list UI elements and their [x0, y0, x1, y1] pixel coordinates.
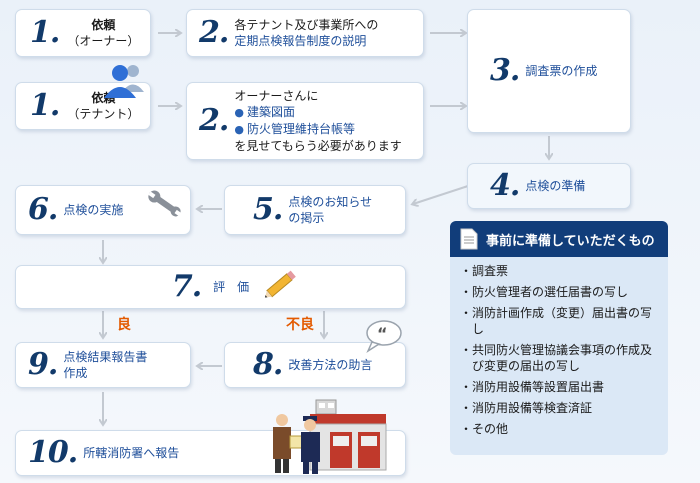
document-icon [460, 228, 478, 250]
step-1-owner: 1. 依頼 （オーナー） [15, 9, 151, 57]
user-icon [104, 65, 144, 98]
step-label-highlight: 定期点検報告制度の説明 [234, 34, 367, 48]
step-7: 7. 評 価 [15, 265, 406, 309]
step-5: 5. 点検のお知らせ の掲示 [224, 185, 406, 235]
speech-bubble-icon: “ [366, 320, 402, 353]
step-2-owner: 2. 各テナント及び事業所への 定期点検報告制度の説明 [186, 9, 424, 57]
step-number: 10. [28, 435, 78, 470]
pencil-icon [264, 270, 296, 298]
step-number: 5. [253, 192, 283, 227]
step-1-tenant: 1. 依頼 （テナント） [15, 82, 151, 130]
step-item: 建築図面 [246, 105, 295, 119]
step-label: 改善方法の助言 [288, 358, 373, 372]
step-label: オーナーさんに [234, 89, 319, 103]
step-number: 1. [30, 15, 60, 50]
step-label: 依頼 [91, 18, 116, 32]
step-number: 1. [30, 88, 60, 123]
step-sublabel: （オーナー） [67, 34, 140, 48]
step-8: 8. 改善方法の助言 [224, 342, 406, 388]
step-number: 8. [253, 347, 283, 382]
step-label: 点検の準備 [525, 179, 586, 193]
prep-item: ・調査票 [460, 264, 509, 278]
step-label: 各テナント及び事業所への [234, 18, 379, 32]
prep-item: ・消防用設備等検査済証 [460, 401, 593, 415]
step-sublabel: （テナント） [67, 107, 140, 121]
step-3: 3. 調査票の作成 [467, 9, 631, 133]
step-label: 所轄消防署へ報告 [83, 446, 180, 460]
step-label: 点検結果報告書 [63, 350, 148, 364]
prep-item: ・防火管理者の選任届書の写し [460, 285, 629, 299]
step-label: 点検のお知らせ [288, 195, 373, 209]
step-label-2: の掲示 [288, 211, 325, 225]
branch-bad-label: 不良 [286, 317, 314, 333]
step-2-tenant: 2. オーナーさんに ●建築図面 ●防火管理維持台帳等 を見せてもらう必要があり… [186, 82, 424, 160]
step-number: 2. [199, 15, 229, 50]
step-label: 点検の実施 [63, 203, 124, 217]
prep-item: ・消防用設備等設置届出書 [460, 380, 605, 394]
wrench-icon [148, 190, 182, 217]
fire-station-illustration [273, 399, 387, 474]
arrow-4-5 [413, 185, 469, 204]
prep-panel-header: 事前に準備していただくもの [450, 221, 668, 257]
step-note: を見せてもらう必要があります [234, 139, 402, 153]
prep-list: ・調査票 ・防火管理者の選任届書の写し ・消防計画作成（変更）届出書の写し ・共… [460, 263, 660, 437]
prep-panel-title: 事前に準備していただくもの [486, 233, 655, 249]
step-number: 3. [490, 53, 520, 88]
step-number: 6. [28, 192, 58, 227]
prep-item: ・共同防火管理協議会事項の作成及び変更の届出の写し [460, 343, 653, 373]
step-number: 4. [490, 168, 520, 203]
branch-good-label: 良 [117, 317, 131, 333]
step-item: 防火管理維持台帳等 [246, 122, 355, 136]
step-label: 評 価 [213, 280, 250, 294]
step-number: 2. [199, 103, 229, 138]
bullet-icon: ● [234, 123, 244, 136]
step-number: 9. [28, 347, 58, 382]
prep-panel-body: ・調査票 ・防火管理者の選任届書の写し ・消防計画作成（変更）届出書の写し ・共… [450, 257, 668, 455]
step-6: 6. 点検の実施 [15, 185, 191, 235]
step-label: 調査票の作成 [525, 64, 598, 78]
step-4: 4. 点検の準備 [467, 163, 631, 209]
prep-item: ・消防計画作成（変更）届出書の写し [460, 306, 653, 336]
prep-item: ・その他 [460, 422, 509, 436]
step-label-2: 作成 [63, 366, 88, 380]
bullet-icon: ● [234, 106, 244, 119]
svg-text:“: “ [377, 324, 388, 343]
step-9: 9. 点検結果報告書 作成 [15, 342, 191, 388]
step-number: 7. [171, 269, 202, 304]
